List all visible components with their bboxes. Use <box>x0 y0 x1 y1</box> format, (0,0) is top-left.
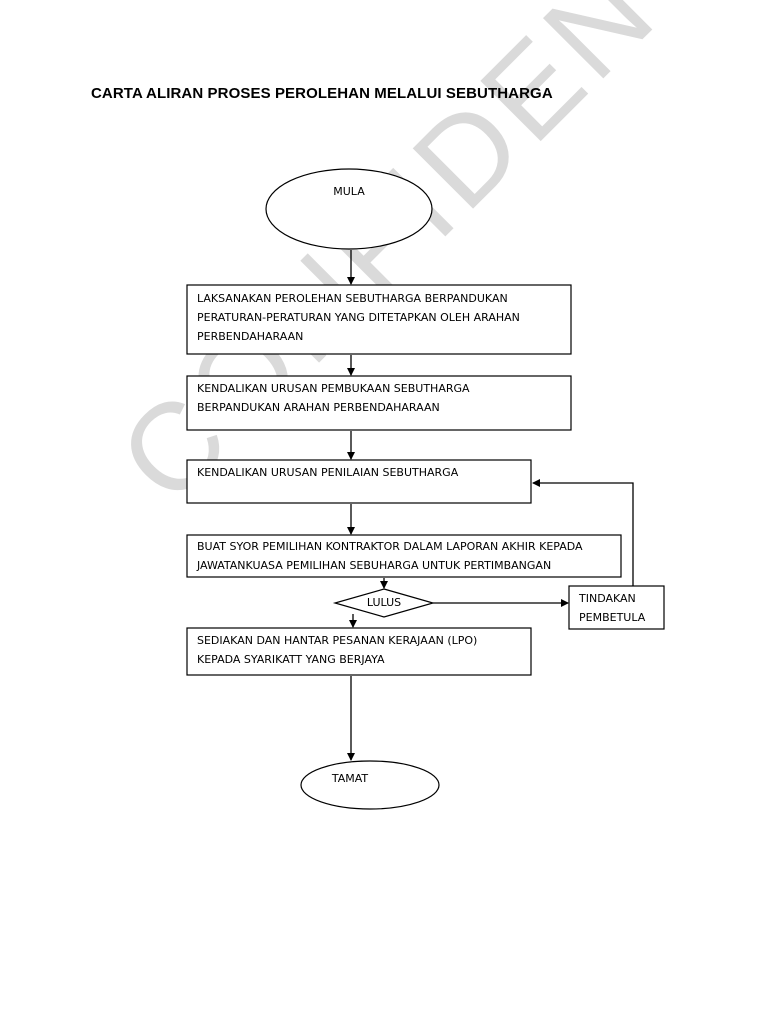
step3-text: KENDALIKAN URUSAN PENILAIAN SEBUTHARGA <box>197 463 458 482</box>
arrow-correction-step3 <box>532 479 634 586</box>
step5-line-2: KEPADA SYARIKATT YANG BERJAYA <box>197 653 385 666</box>
process-box-3 <box>186 459 532 504</box>
correction-line-2: PEMBETULA <box>579 611 646 624</box>
correction-text: TINDAKAN PEMBETULA <box>579 589 645 627</box>
decision-node <box>332 588 436 618</box>
process-box-2 <box>186 375 572 431</box>
step1-text: LAKSANAKAN PEROLEHAN SEBUTHARGA BERPANDU… <box>197 289 520 346</box>
step1-line-3: PERBENDAHARAAN <box>197 330 304 343</box>
step2-text: KENDALIKAN URUSAN PEMBUKAAN SEBUTHARGA B… <box>197 379 470 417</box>
step1-line-2: PERATURAN-PERATURAN YANG DITETAPKAN OLEH… <box>197 311 520 324</box>
step1-line-1: LAKSANAKAN PEROLEHAN SEBUTHARGA BERPANDU… <box>197 292 508 305</box>
step3-line-1: KENDALIKAN URUSAN PENILAIAN SEBUTHARGA <box>197 466 459 479</box>
page-title: CARTA ALIRAN PROSES PEROLEHAN MELALUI SE… <box>91 85 553 102</box>
correction-box <box>568 585 665 630</box>
decision-label: LULUS <box>366 596 402 609</box>
step2-line-2: BERPANDUKAN ARAHAN PERBENDAHARAAN <box>197 401 440 414</box>
process-box-1 <box>186 284 572 355</box>
end-node <box>300 760 440 810</box>
process-box-4 <box>186 534 622 578</box>
end-label: TAMAT <box>331 772 369 785</box>
step5-line-1: SEDIAKAN DAN HANTAR PESANAN KERAJAAN (LP… <box>197 634 478 647</box>
process-box-5 <box>186 627 532 676</box>
correction-line-1: TINDAKAN <box>579 592 636 605</box>
step4-line-1: BUAT SYOR PEMILIHAN KONTRAKTOR DALAM LAP… <box>197 540 583 553</box>
step5-text: SEDIAKAN DAN HANTAR PESANAN KERAJAAN (LP… <box>197 631 477 669</box>
step4-line-2: JAWATANKUASA PEMILIHAN SEBUHARGA UNTUK P… <box>197 559 552 572</box>
step2-line-1: KENDALIKAN URUSAN PEMBUKAAN SEBUTHARGA <box>197 382 470 395</box>
step4-text: BUAT SYOR PEMILIHAN KONTRAKTOR DALAM LAP… <box>197 537 583 575</box>
start-label: MULA <box>333 185 365 198</box>
start-node <box>265 168 433 250</box>
